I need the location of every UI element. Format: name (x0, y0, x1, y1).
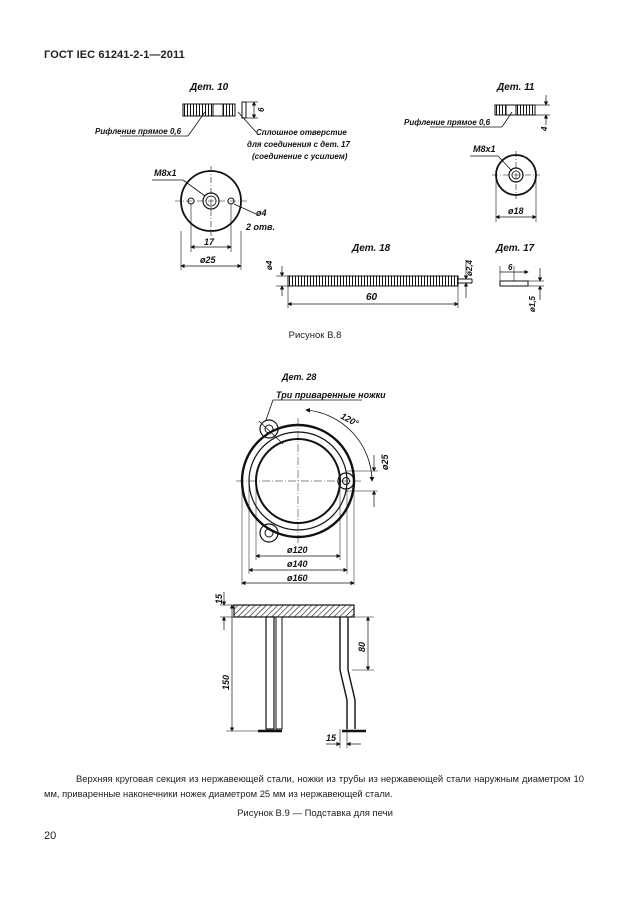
part-11-thread: M8x1 (473, 144, 496, 154)
part-17-dim-diameter: ø1,5 (528, 295, 537, 312)
figure-b9-description: Верхняя круговая секция из нержавеющей с… (44, 773, 584, 799)
bend-offset-dim: 15 (326, 733, 337, 743)
angle-label: 120° (339, 411, 360, 429)
part-11-front-view: M8x1 ø18 (470, 144, 540, 222)
inner-diameter-dim: ø120 (287, 545, 308, 555)
part-18-dim-length: 60 (366, 292, 378, 303)
figure-b8: Дет. 10 6 Рифление прямое 0,6 Сплошное о… (95, 82, 550, 312)
foot-diameter-dim: ø25 (380, 453, 390, 470)
outer-diameter-dim: ø160 (287, 573, 308, 583)
figure-b9: Дет. 28 Три приваренные ножки 120° (214, 372, 390, 748)
total-height-dim: 150 (221, 675, 231, 690)
part-10-dim-hole: ø4 (256, 208, 267, 218)
part-11-dim-diameter: ø18 (508, 206, 524, 216)
part-17-dim-length: 6 (508, 263, 513, 272)
part-11-side-view: Дет. 11 4 Рифление прямое 0,6 (404, 82, 550, 132)
part-10-thread: M8x1 (154, 168, 177, 178)
part-10-hole-note-2: для соединения с дет. 17 (247, 140, 350, 149)
part-10-dim-hole-count: 2 отв. (245, 222, 275, 232)
page-number: 20 (44, 830, 57, 842)
part-17-pin: Дет. 17 6 ø1,5 (495, 243, 544, 312)
part-18-dim-left: ø4 (265, 260, 274, 270)
stand-side-view: 15 150 80 15 (214, 592, 374, 748)
document-header: ГОСТ IEC 61241-2-1—2011 (44, 49, 185, 61)
ring-height-dim: 15 (214, 593, 224, 604)
part-10-dim-thickness: 6 (257, 107, 266, 112)
part-10-front-view: M8x1 ø4 2 отв. 17 ø25 (152, 166, 275, 270)
part-10-knurl-note: Рифление прямое 0,6 (95, 127, 182, 136)
middle-diameter-dim: ø140 (287, 559, 308, 569)
stand-plan-view: Дет. 28 Три приваренные ножки 120° (236, 372, 390, 586)
part-10-hole-note-3: (соединение с усилием) (252, 152, 348, 161)
legs-note: Три приваренные ножки (276, 390, 386, 400)
part-28-title: Дет. 28 (281, 372, 316, 382)
part-11-knurl-note: Рифление прямое 0,6 (404, 118, 491, 127)
part-10-dim-25: ø25 (200, 255, 217, 265)
part-18-title: Дет. 18 (351, 243, 391, 254)
part-10-hole-note-1: Сплошное отверстие (256, 128, 347, 137)
figure-b8-caption: Рисунок В.8 (288, 330, 342, 341)
figure-b9-caption: Рисунок В.9 — Подставка для печи (237, 808, 393, 819)
part-10-dim-17: 17 (204, 237, 215, 247)
part-10-side-view: Дет. 10 6 Рифление прямое 0,6 Сплошное о… (95, 82, 350, 161)
part-17-title: Дет. 17 (495, 243, 535, 254)
part-10-title: Дет. 10 (189, 82, 229, 93)
part-11-title: Дет. 11 (496, 82, 535, 93)
part-18-rod: Дет. 18 ø4 ø2,4 60 (265, 243, 474, 308)
bend-height-dim: 80 (357, 642, 367, 652)
part-18-dim-right: ø2,4 (465, 259, 474, 276)
part-11-dim-thickness: 4 (540, 126, 549, 132)
